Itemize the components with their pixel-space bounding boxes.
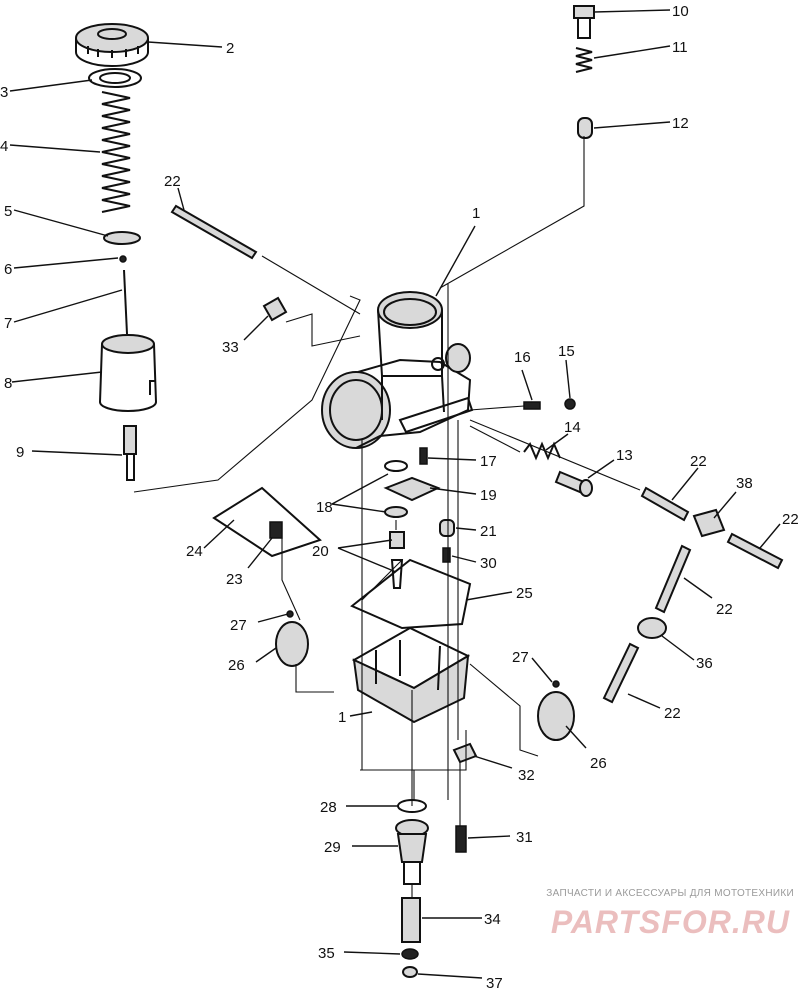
part-screw-16 [523, 401, 541, 410]
part-pin-27-right [552, 680, 560, 688]
part-oring-bottom [384, 506, 408, 518]
callout-37: 37 [486, 975, 503, 989]
callout-5: 5 [4, 203, 12, 220]
leader-lines [9, 9, 781, 979]
callout-24: 24 [186, 543, 203, 560]
callout-34: 34 [484, 911, 501, 928]
callout-7: 7 [4, 315, 12, 332]
callout-15: 15 [558, 343, 575, 360]
callout-12: 12 [672, 115, 689, 132]
callout-21: 21 [480, 523, 497, 540]
part-float-pin [439, 519, 455, 537]
part-fitting [573, 5, 595, 39]
part-main-jet-holder [395, 819, 429, 885]
callout-9: 9 [16, 444, 24, 461]
callout-25: 25 [516, 585, 533, 602]
part-pin [262, 296, 288, 322]
callout-26: 26 [228, 657, 245, 674]
part-cap [75, 23, 149, 67]
assembly-lines [133, 136, 641, 898]
part-float-left [275, 621, 309, 667]
callout-30: 30 [480, 555, 497, 572]
part-needle-valve [389, 531, 405, 589]
part-float-bowl-gasket [350, 558, 472, 630]
part-plug [577, 117, 593, 139]
callout-8: 8 [4, 375, 12, 392]
callout-32: 32 [518, 767, 535, 784]
callout-1: 1 [472, 205, 480, 222]
callout-19: 19 [480, 487, 497, 504]
callout-11: 11 [672, 39, 688, 56]
callout-4: 4 [0, 138, 8, 155]
part-gasket-plate [212, 486, 322, 558]
part-oring-top [384, 460, 408, 472]
part-float-bowl [351, 626, 471, 724]
part-float-arm-plate [383, 476, 441, 502]
callout-13: 13 [616, 447, 633, 464]
part-carburetor-body [321, 291, 474, 449]
part-nut-35 [401, 948, 419, 960]
watermark-tagline: ЗАПЧАСТИ И АКСЕССУАРЫ ДЛЯ МОТОТЕХНИКИ [546, 888, 794, 899]
callout-38: 38 [736, 475, 753, 492]
callout-22: 22 [690, 453, 707, 470]
callout-36: 36 [696, 655, 713, 672]
callout-14: 14 [564, 419, 581, 436]
watermark-logo: PARTSFOR.RU [550, 904, 790, 940]
part-main-jet-37 [402, 966, 418, 978]
part-washer [88, 68, 142, 88]
callout-27: 27 [230, 617, 247, 634]
callout-1: 1 [338, 709, 346, 726]
callout-28: 28 [320, 799, 337, 816]
callout-22: 22 [664, 705, 681, 722]
part-clip [119, 255, 127, 263]
part-spring [101, 91, 131, 213]
callout-29: 29 [324, 839, 341, 856]
callout-10: 10 [672, 3, 689, 20]
part-jet-tube [401, 897, 421, 943]
callout-26: 26 [590, 755, 607, 772]
callout-22: 22 [164, 173, 181, 190]
part-needle [123, 269, 128, 335]
callout-18: 18 [316, 499, 333, 516]
part-screw-17 [419, 447, 428, 465]
part-spring-small [575, 47, 593, 73]
part-hose-right-assembly [602, 486, 784, 704]
callout-16: 16 [514, 349, 531, 366]
callout-20: 20 [312, 543, 329, 560]
callout-31: 31 [516, 829, 533, 846]
part-screw-30 [442, 547, 451, 563]
callout-22: 22 [716, 601, 733, 618]
callout-6: 6 [4, 261, 12, 278]
part-throttle-slide [98, 334, 158, 412]
callout-17: 17 [480, 453, 497, 470]
callout-22: 22 [782, 511, 799, 528]
part-idle-screw [554, 470, 593, 497]
part-needle-jet [123, 425, 137, 481]
part-float-right [537, 691, 575, 741]
callout-2: 2 [226, 40, 234, 57]
callout-3: 3 [0, 84, 8, 101]
part-retainer [103, 231, 141, 245]
callout-27: 27 [512, 649, 529, 666]
part-idle-spring [523, 441, 561, 461]
part-bracket [452, 742, 478, 764]
callout-35: 35 [318, 945, 335, 962]
callout-33: 33 [222, 339, 239, 356]
callout-23: 23 [226, 571, 243, 588]
part-hose-top [170, 204, 258, 260]
part-screw-15 [564, 398, 576, 410]
part-drain-screw [455, 825, 467, 853]
